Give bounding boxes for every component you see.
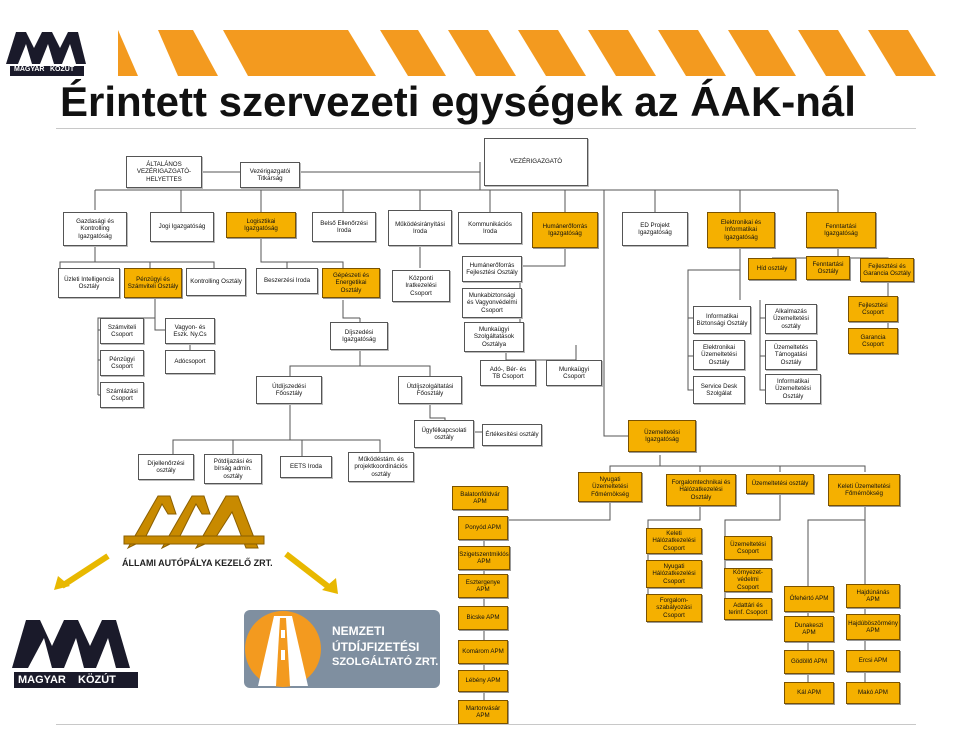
box-kornyezetvedelmi: Környezet- védelmi Csoport [724,568,772,592]
box-kal: Kál APM [784,682,834,704]
box-logisztikai: Logisztikai Igazgatóság [226,212,296,238]
box-humaneroforras-ig: Humánerőforrás Igazgatóság [532,212,598,248]
box-szigetszentmiklos: Szigetszentmiklós APM [458,546,510,570]
box-hid-osztaly: Híd osztály [748,258,796,280]
box-utdijszolgaltatasi: Útdíjszolgáltatási Főosztály [398,376,462,404]
box-godollo: Gödöllő APM [784,650,834,674]
box-service-desk: Service Desk Szolgálat [693,376,745,404]
box-altalanos-helyettes: ÁLTALÁNOS VEZÉRIGAZGATÓ- HELYETTES [126,156,202,188]
mk-logo-bottom: MAGYAR KÖZÚT [12,616,140,690]
box-potdijazasi: Pótdíjazási és bírság admin. osztály [204,454,262,484]
box-fejlesztesi-garancia: Fejlesztési és Garancia Osztály [860,258,914,282]
box-munkaugyi-csoport: Munkaügyi Csoport [546,360,602,386]
box-gepeszeti: Gépészeti és Energetikai Osztály [322,268,380,298]
box-fenntartasi-osztaly: Fenntartási Osztály [806,256,850,280]
box-esztergenye: Esztergenye APM [458,574,508,598]
box-hajduboszormeny: Hajdúböszörmény APM [846,614,900,640]
nut-road-icon [245,611,321,687]
page-title: Érintett szervezeti egységek az ÁAK-nál [60,78,856,125]
header-stripes [118,30,940,76]
box-forgalomtechnikai: Forgalomtechnikai és Hálózatkezelési Osz… [666,474,736,506]
box-lebeny: Lébény APM [458,670,508,692]
box-szamlazasi-csoport: Számlázási Csoport [100,382,144,408]
box-dijellenorzesi: Díjellenőrzési osztály [138,454,194,480]
box-kommunikacios: Kommunikációs Iroda [458,212,522,244]
logo-text-kozut: KÖZÚT [50,66,75,73]
box-ado-ber: Adó-, Bér- és TB Csoport [480,360,536,386]
box-munkabiztonsagi: Munkabiztonsági és Vagyonvédelmi Csoport [462,288,522,318]
box-uzemeltetes-tamogatasi: Üzemeltetés Támogatási Osztály [765,340,817,370]
nut-text-line1: NEMZETI [332,624,385,638]
box-dijszedesi-ig: Díjszedési Igazgatóság [330,322,388,350]
mk-bottom-text-kozut: KÖZÚT [78,674,116,686]
box-eets-iroda: EETS Iroda [280,456,332,478]
box-kontrolling-osztaly: Kontrolling Osztály [186,268,246,296]
mk-bottom-text-magyar: MAGYAR [18,674,66,686]
box-humaneroforras-fejl: Humánerőforrás Fejlesztési Osztály [462,256,522,282]
box-titkarsag: Vezérigazgatói Titkárság [240,162,300,188]
box-ercsi: Ercsi APM [846,650,900,672]
box-informatikai-uzem: Informatikai Üzemeltetési Osztály [765,374,821,404]
box-martonvasar: Martonvásár APM [458,700,508,724]
box-informatikai-bizt: Informatikai Biztonsági Osztály [693,306,751,334]
box-ertekesitesi: Értékesítési osztály [482,424,542,446]
footer-divider [56,724,916,725]
box-penzugyi-szamviteli: Pénzügyi és Számviteli Osztály [124,268,182,298]
box-nyugati-halozat: Nyugati Hálózatkezelési Csoport [646,560,702,588]
box-hajdunanas: Hajdúnánás APM [846,584,900,608]
magyar-kozut-logo-icon [6,32,86,76]
box-munkaugyi-szolg: Munkaügyi Szolgáltatások Osztálya [464,322,524,352]
box-fenntartasi-ig: Fenntartási Igazgatóság [806,212,876,248]
box-vagyon-eszk: Vagyon- és Eszk. Ny.Cs [165,318,215,344]
box-adocsoport: Adócsoport [165,350,215,374]
title-divider [56,128,916,129]
logo-text-magyar: MAGYAR [14,66,45,73]
box-bicske: Bicske APM [458,606,508,630]
box-szamviteli-csoport: Számviteli Csoport [100,318,144,344]
box-uzemeltetesi-csoport: Üzemeltetési Csoport [724,536,772,560]
box-nyugati-uzem: Nyugati Üzemeltetési Főmérnökség [578,472,642,502]
nut-text-line2: ÚTDÍJFIZETÉSI [332,640,420,654]
box-penzugyi-csoport: Pénzügyi Csoport [100,350,144,376]
arrow-left-icon [52,552,112,592]
box-garancia-csoport: Garancia Csoport [848,328,898,354]
box-balatonfoldvar: Balatonföldvár APM [452,486,508,510]
box-vezerigazgato: VEZÉRIGAZGATÓ [484,138,588,186]
box-uzleti-intelligencia: Üzleti Intelligencia Osztály [58,268,120,298]
box-dunakeszi: Dunakeszi APM [784,616,834,642]
aak-logo-text: ÁLLAMI AUTÓPÁLYA KEZELŐ ZRT. [122,558,273,568]
box-jogi: Jogi Igazgatóság [150,212,214,242]
box-gazdasagi: Gazdasági és Kontrolling Igazgatóság [63,212,127,246]
box-keleti-uzem: Keleti Üzemeltetési Főmérnökség [828,474,900,506]
aak-logo-icon [123,495,265,550]
box-fejlesztesi-csoport: Fejlesztési Csoport [848,296,898,322]
box-ugyfelkapcsolati: Ügyfélkapcsolati osztály [414,420,474,448]
box-mukodesiranyitasi: Működésirányítási Iroda [388,210,452,246]
box-ed-projekt: ED Projekt Igazgatóság [622,212,688,246]
box-alkalmazas-uzem: Alkalmazás Üzemeltetési osztály [765,304,817,334]
box-adattari: Adattári és terinf. Csoport [724,598,772,620]
box-mako: Makó APM [846,682,900,704]
stripes-icon [118,30,940,76]
box-uzemeltetesi-osztaly: Üzemeltetési osztály [746,474,814,494]
box-komarom: Komárom APM [458,640,508,664]
box-keleti-halozat: Keleti Hálózatkezelési Csoport [646,528,702,554]
box-ofeherto: Ófehértó APM [784,586,834,612]
box-forgalomszab: Forgalom- szabályozási Csoport [646,594,702,622]
box-ponyod: Ponyód APM [458,516,508,540]
nut-text-line3: SZOLGÁLTATÓ ZRT. [332,656,439,668]
magyar-kozut-logo-bottom-icon [12,620,138,688]
box-mukodestam: Működéstám. és projektkoordinációs osztá… [348,452,414,482]
box-elektronikai-uzem: Elektronikai Üzemeltetési Osztály [693,340,745,370]
box-elektronikai-ig: Elektronikai és Informatikai Igazgatóság [707,212,775,248]
nut-logo: NEMZETI ÚTDÍJFIZETÉSI SZOLGÁLTATÓ ZRT. [244,610,440,688]
aak-logo: ÁLLAMI AUTÓPÁLYA KEZELŐ ZRT. [118,488,273,576]
box-kozponti-iratkezelesi: Központi Iratkezelési Csoport [392,270,450,302]
header-logo-magyar-kozut: MAGYAR KÖZÚT [6,28,88,78]
box-beszerzesi-iroda: Beszerzési Iroda [256,268,318,294]
arrow-right-icon [282,550,342,596]
box-utdijszedesi: Útdíjszedési Főosztály [256,376,322,404]
box-uzemeltetesi-ig: Üzemeltetési Igazgatóság [628,420,696,452]
box-belso-ellenorzesi: Belső Ellenőrzési Iroda [312,212,376,242]
